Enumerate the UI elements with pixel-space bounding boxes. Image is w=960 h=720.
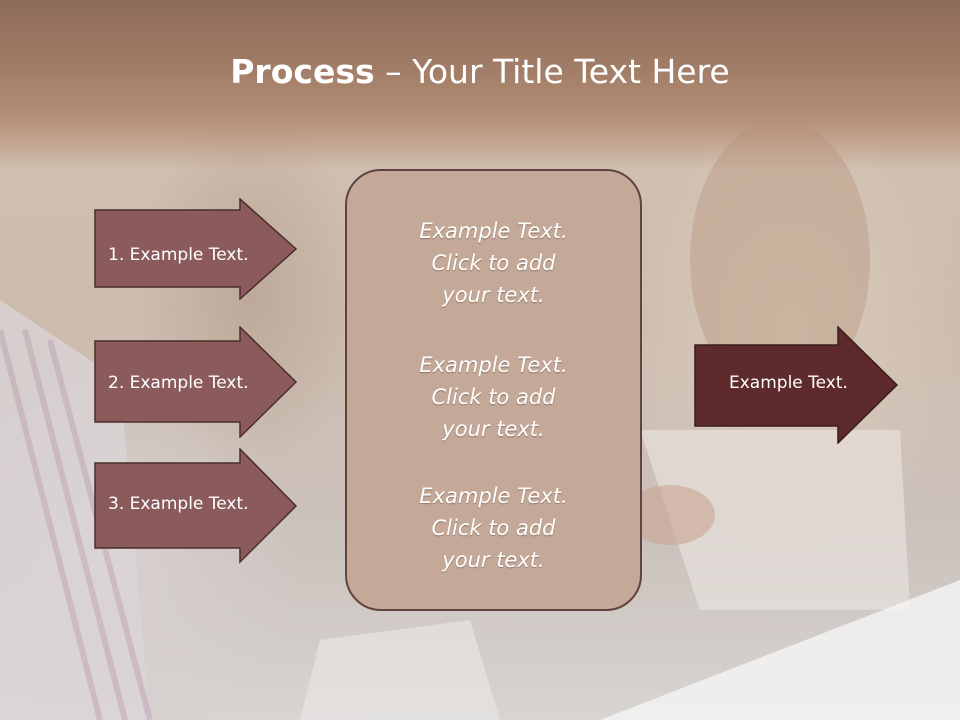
text-block-1-line2: Click to add xyxy=(431,251,556,275)
text-block-3-line2: Click to add xyxy=(431,516,556,540)
process-step-3-arrow[interactable] xyxy=(94,448,300,564)
result-arrow-label: Example Text. xyxy=(729,373,848,393)
text-block-1-line1: Example Text. xyxy=(419,219,568,243)
text-block-1: Example Text. Click to add your text. xyxy=(347,215,640,311)
text-block-2-line3: your text. xyxy=(442,417,545,441)
title-bar xyxy=(0,0,960,170)
text-block-3: Example Text. Click to add your text. xyxy=(347,480,640,576)
text-block-2: Example Text. Click to add your text. xyxy=(347,349,640,445)
process-step-3-label: 3. Example Text. xyxy=(108,494,249,514)
result-arrow[interactable] xyxy=(694,326,900,444)
text-block-2-line2: Click to add xyxy=(431,385,556,409)
center-text-box[interactable]: Example Text. Click to add your text. Ex… xyxy=(345,169,642,611)
text-block-3-line3: your text. xyxy=(442,548,545,572)
title-bold: Process xyxy=(230,52,375,91)
process-step-1-arrow[interactable] xyxy=(94,198,300,300)
process-step-2-arrow[interactable] xyxy=(94,326,300,438)
text-block-3-line1: Example Text. xyxy=(419,484,568,508)
text-block-1-line3: your text. xyxy=(442,283,545,307)
process-step-2-label: 2. Example Text. xyxy=(108,373,249,393)
text-block-2-line1: Example Text. xyxy=(419,353,568,377)
slide-title[interactable]: Process – Your Title Text Here xyxy=(0,52,960,91)
title-rest: – Your Title Text Here xyxy=(374,52,730,91)
process-step-1-label: 1. Example Text. xyxy=(108,245,249,265)
